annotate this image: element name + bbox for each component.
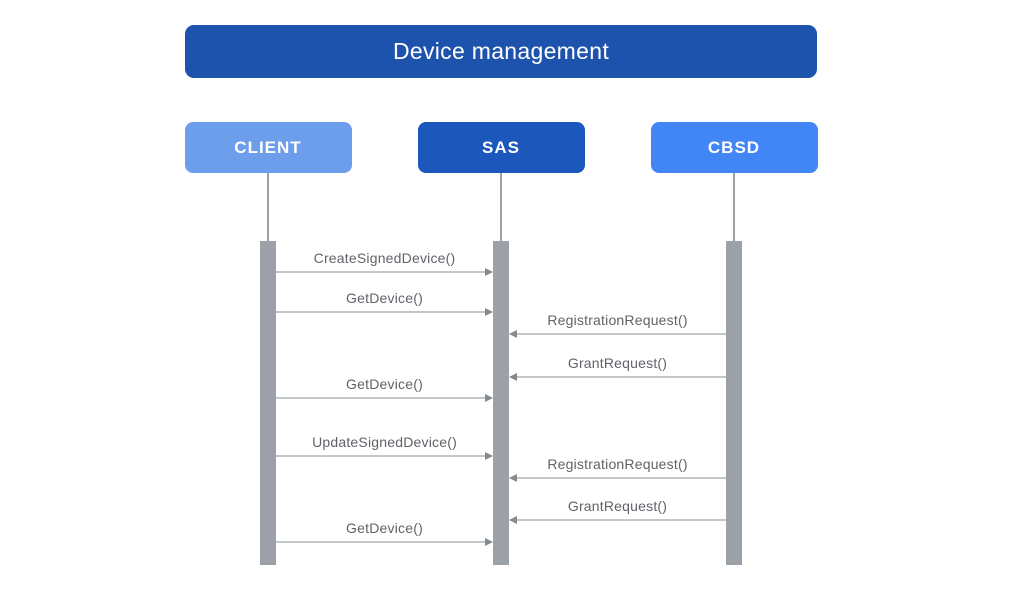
message-line — [276, 311, 486, 313]
message-label: RegistrationRequest() — [547, 456, 688, 472]
activation-bar-client — [260, 241, 276, 565]
actor-label: CBSD — [707, 137, 761, 157]
lifeline-client — [267, 173, 269, 241]
arrowhead-right-icon — [485, 307, 493, 316]
message-label: GetDevice() — [346, 290, 423, 306]
message-line — [516, 333, 726, 335]
message-label: GetDevice() — [346, 376, 423, 392]
actor-label: CLIENT — [234, 137, 302, 157]
message-line — [516, 477, 726, 479]
arrowhead-right-icon — [485, 267, 493, 276]
diagram-title: Device management — [185, 25, 817, 78]
message-label: GrantRequest() — [567, 498, 668, 514]
arrowhead-left-icon — [509, 473, 517, 482]
arrowhead-left-icon — [509, 329, 517, 338]
lifeline-sas — [500, 173, 502, 241]
message-label: UpdateSignedDevice() — [312, 434, 457, 450]
message-line — [516, 376, 726, 378]
message-line — [276, 271, 486, 273]
actor-box-client: CLIENT — [184, 122, 352, 173]
message-label: GrantRequest() — [567, 355, 668, 371]
message-line — [276, 455, 486, 457]
message-label: RegistrationRequest() — [547, 312, 688, 328]
arrowhead-left-icon — [509, 515, 517, 524]
activation-bar-sas — [493, 241, 509, 565]
message-line — [276, 541, 486, 543]
actor-label: SAS — [482, 137, 520, 157]
arrowhead-right-icon — [485, 393, 493, 402]
message-label: GetDevice() — [346, 520, 423, 536]
lifeline-cbsd — [733, 173, 735, 241]
activation-bar-cbsd — [726, 241, 742, 565]
message-line — [516, 519, 726, 521]
message-label: CreateSignedDevice() — [313, 250, 456, 266]
actor-box-cbsd: CBSD — [650, 122, 818, 173]
message-line — [276, 397, 486, 399]
arrowhead-right-icon — [485, 451, 493, 460]
diagram-title-text: Device management — [392, 38, 610, 64]
actor-box-sas: SAS — [417, 122, 585, 173]
arrowhead-left-icon — [509, 372, 517, 381]
arrowhead-right-icon — [485, 537, 493, 546]
